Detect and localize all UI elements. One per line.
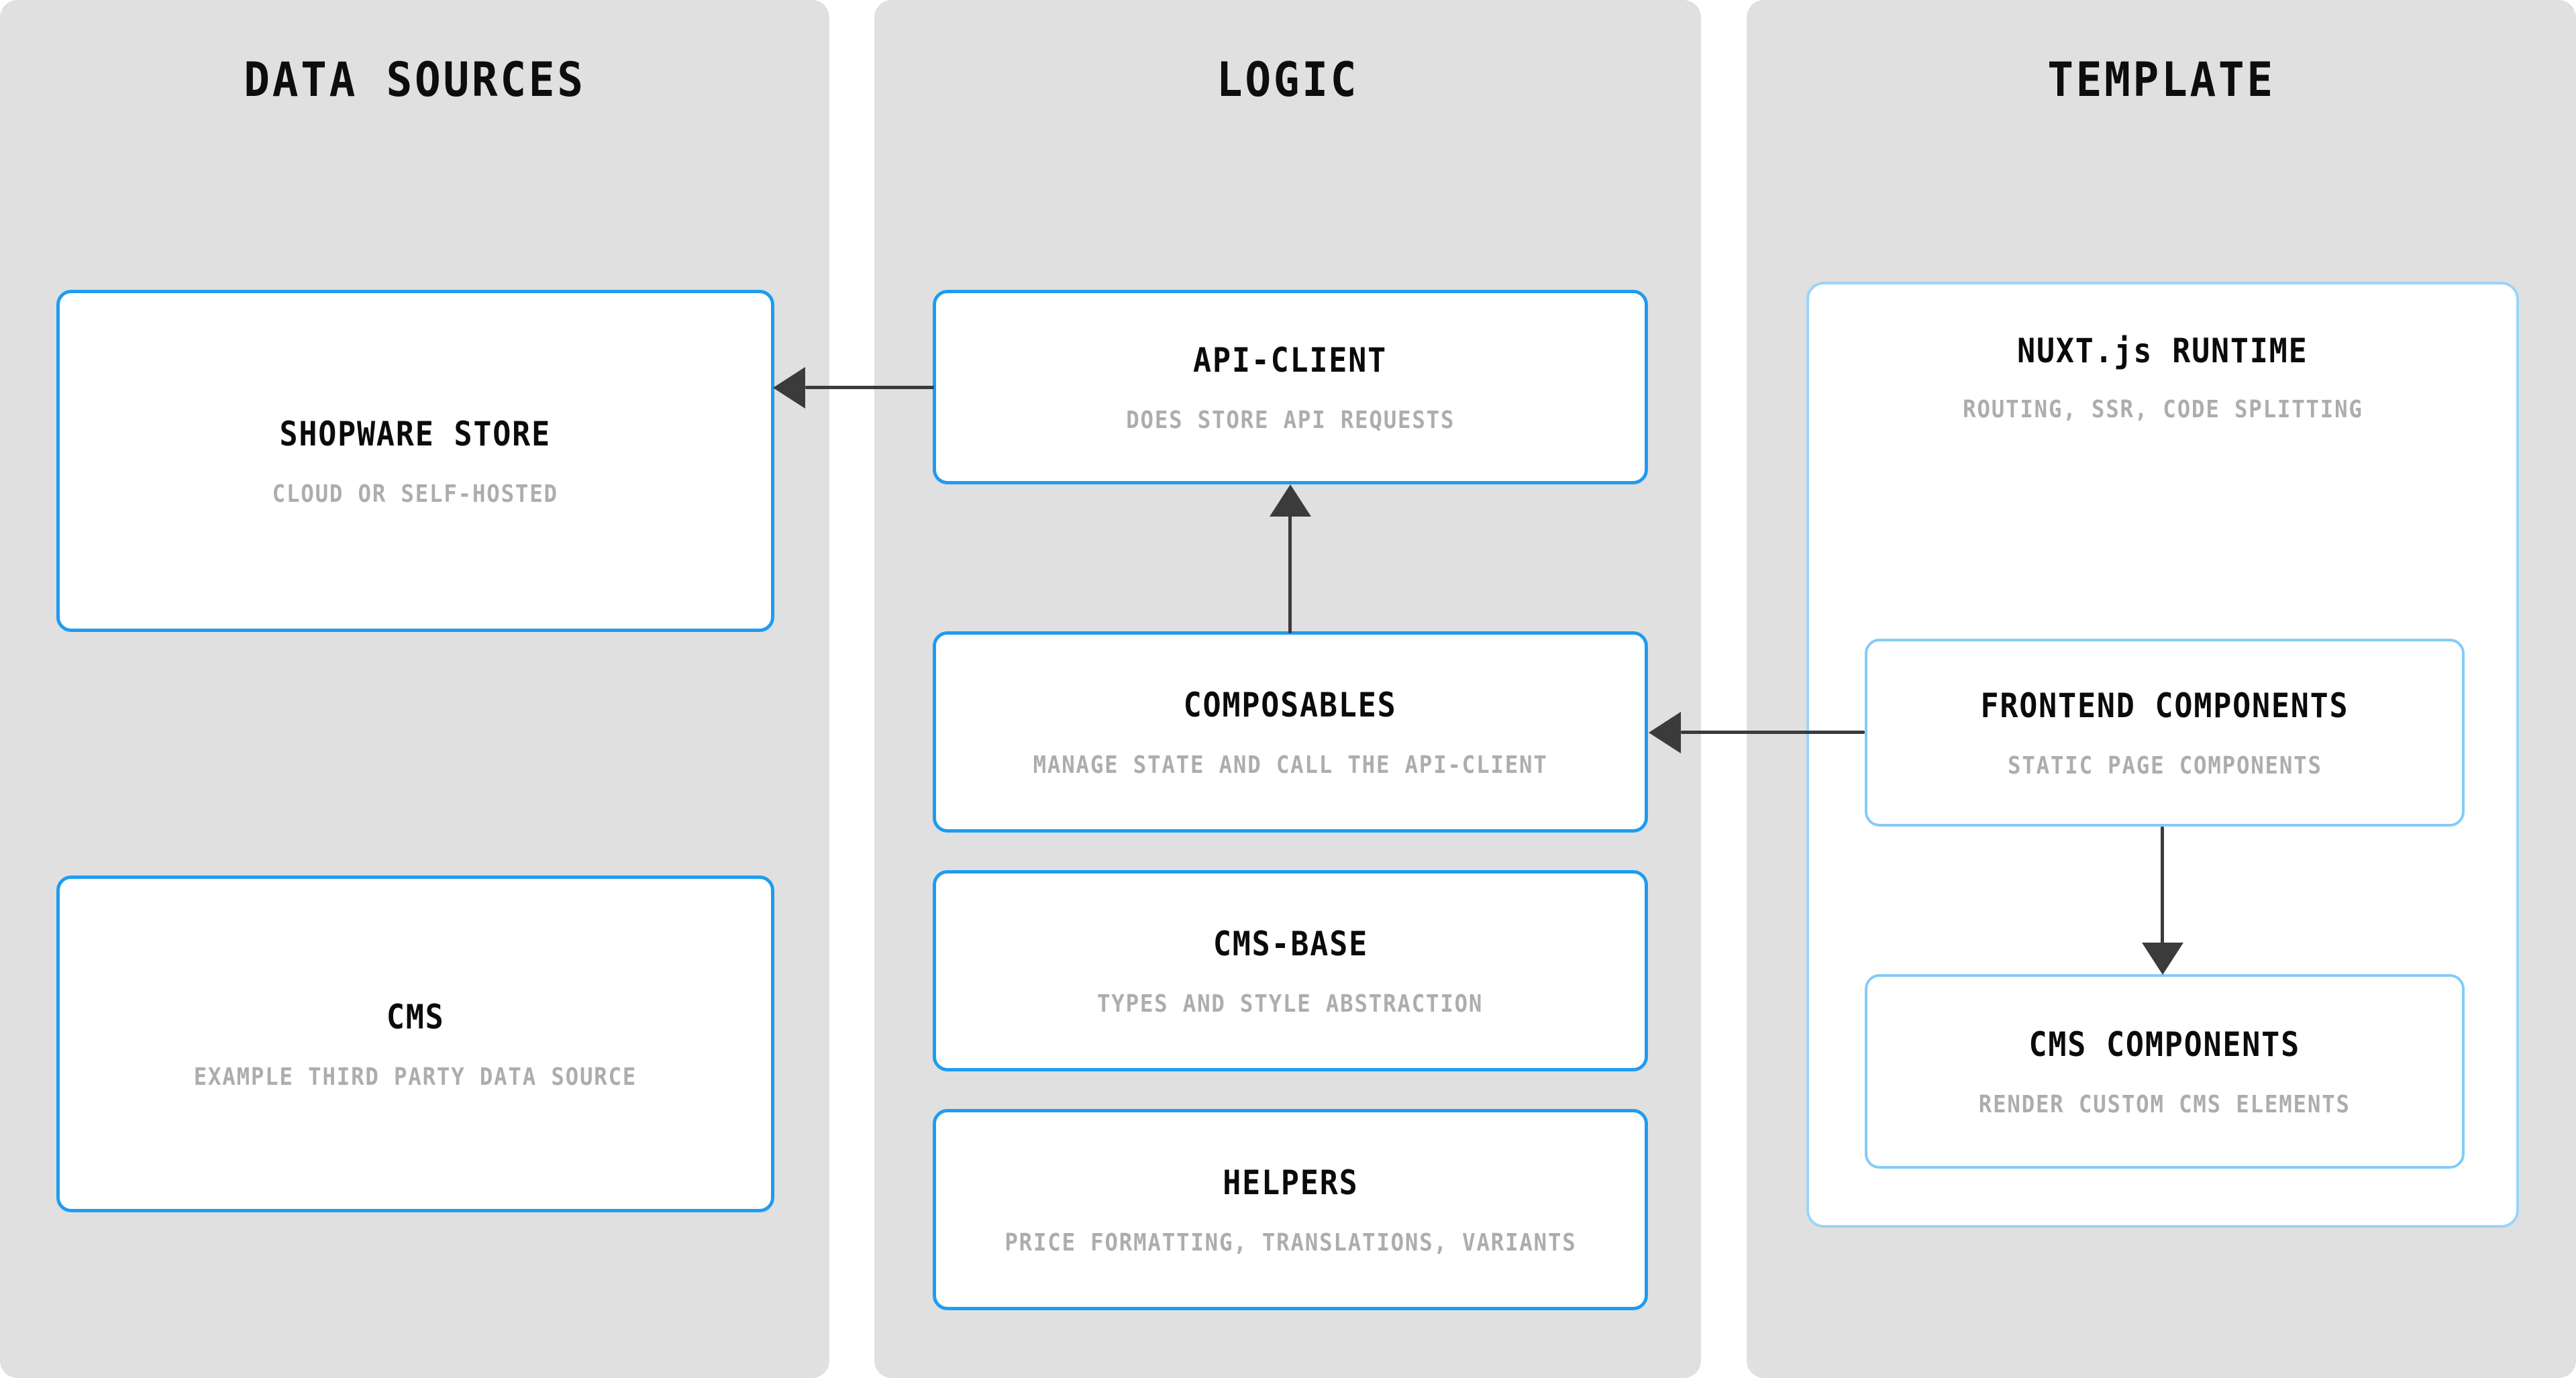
card-cms-components[interactable]: CMS COMPONENTS RENDER CUSTOM CMS ELEMENT… bbox=[1865, 974, 2465, 1169]
card-subtitle-cms-base: TYPES AND STYLE ABSTRACTION bbox=[1097, 990, 1484, 1018]
card-cms[interactable]: CMS EXAMPLE THIRD PARTY DATA SOURCE bbox=[56, 876, 774, 1212]
card-title-cms: CMS bbox=[386, 997, 445, 1037]
card-subtitle-helpers: PRICE FORMATTING, TRANSLATIONS, VARIANTS bbox=[1004, 1228, 1577, 1257]
card-helpers[interactable]: HELPERS PRICE FORMATTING, TRANSLATIONS, … bbox=[933, 1109, 1648, 1310]
card-title-cms-base: CMS-BASE bbox=[1213, 924, 1368, 963]
card-subtitle-cms: EXAMPLE THIRD PARTY DATA SOURCE bbox=[193, 1063, 637, 1091]
card-title-composables: COMPOSABLES bbox=[1184, 685, 1397, 725]
card-subtitle-cms-components: RENDER CUSTOM CMS ELEMENTS bbox=[1979, 1090, 2351, 1118]
card-subtitle-nuxt-runtime: ROUTING, SSR, CODE SPLITTING bbox=[1962, 396, 2363, 423]
card-subtitle-frontend-components: STATIC PAGE COMPONENTS bbox=[2007, 751, 2322, 780]
card-title-helpers: HELPERS bbox=[1222, 1163, 1359, 1202]
card-title-api-client: API-CLIENT bbox=[1193, 340, 1388, 380]
card-subtitle-composables: MANAGE STATE AND CALL THE API-CLIENT bbox=[1033, 751, 1548, 779]
card-title-nuxt-runtime: NUXT.js RUNTIME bbox=[2017, 331, 2308, 370]
card-title-frontend-components: FRONTEND COMPONENTS bbox=[1980, 686, 2349, 725]
card-title-cms-components: CMS COMPONENTS bbox=[2028, 1024, 2301, 1064]
card-api-client[interactable]: API-CLIENT DOES STORE API REQUESTS bbox=[933, 290, 1648, 484]
card-subtitle-api-client: DOES STORE API REQUESTS bbox=[1125, 406, 1455, 434]
card-title-shopware-store: SHOPWARE STORE bbox=[279, 414, 552, 454]
card-subtitle-shopware-store: CLOUD OR SELF-HOSTED bbox=[272, 480, 559, 508]
panel-title-logic: LOGIC bbox=[1216, 52, 1359, 107]
card-composables[interactable]: COMPOSABLES MANAGE STATE AND CALL THE AP… bbox=[933, 631, 1648, 833]
card-shopware-store[interactable]: SHOPWARE STORE CLOUD OR SELF-HOSTED bbox=[56, 290, 774, 632]
card-cms-base[interactable]: CMS-BASE TYPES AND STYLE ABSTRACTION bbox=[933, 870, 1648, 1071]
panel-title-template: TEMPLATE bbox=[2047, 52, 2275, 107]
card-frontend-components[interactable]: FRONTEND COMPONENTS STATIC PAGE COMPONEN… bbox=[1865, 639, 2465, 827]
panel-title-data-sources: DATA SOURCES bbox=[244, 52, 586, 107]
